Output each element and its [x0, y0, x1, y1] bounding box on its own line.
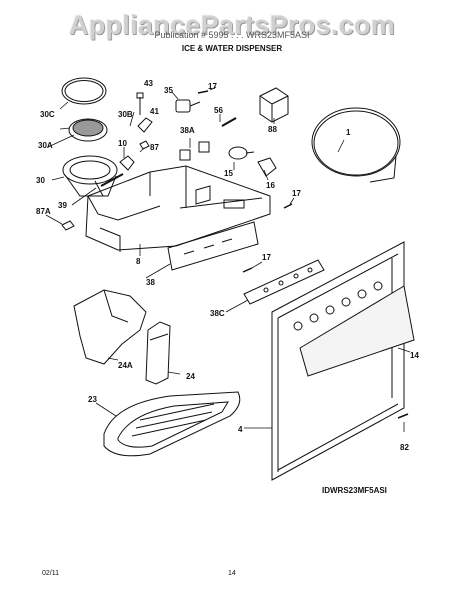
- leader-lines: [45, 86, 411, 432]
- watermark: AppliancePartsPros.com: [68, 10, 396, 40]
- part-87a-clip: [61, 220, 75, 231]
- callout-10: 10: [118, 139, 127, 148]
- part-30c-ring: [61, 77, 107, 105]
- part-38-control-board: [167, 221, 259, 271]
- part-30b-filter: [68, 118, 108, 142]
- callout-41: 41: [150, 107, 159, 116]
- callout-17-b: 17: [292, 189, 301, 198]
- callout-1: 1: [346, 128, 351, 137]
- callout-17-a: 17: [208, 82, 217, 91]
- footer-date: 02/11: [42, 570, 59, 577]
- part-88-solenoid: [259, 87, 289, 123]
- section-title: ICE & WATER DISPENSER: [181, 44, 283, 53]
- callout-15: 15: [224, 169, 233, 178]
- callout-56: 56: [214, 106, 223, 115]
- callout-14: 14: [410, 351, 419, 360]
- panel-buttons: [293, 281, 383, 331]
- part-10-flap: [119, 155, 135, 171]
- part-87-clip: [139, 140, 150, 150]
- callout-35: 35: [164, 86, 173, 95]
- header-model-line: Publication # 5995 . . . WRS23MF5ASI: [154, 30, 310, 40]
- part-82-screw: [397, 413, 409, 419]
- callout-38a: 38A: [180, 126, 195, 135]
- callout-4: 4: [238, 425, 243, 434]
- part-30-funnel: [62, 155, 118, 197]
- part-17-screw-c: [242, 267, 253, 273]
- part-14-overlay: [299, 285, 415, 377]
- callout-23: 23: [88, 395, 97, 404]
- part-17-screw-b: [283, 203, 293, 209]
- part-41-lever: [137, 117, 153, 133]
- callout-24: 24: [186, 372, 195, 381]
- part-43-screw: [136, 92, 144, 115]
- callout-30b: 30B: [118, 110, 133, 119]
- part-4-front-panel: [271, 241, 405, 481]
- callout-30a: 30A: [38, 141, 53, 150]
- part-23-drip-tray: [103, 391, 241, 457]
- callout-24a: 24A: [118, 361, 133, 370]
- footer-page-number: 14: [228, 570, 236, 577]
- callout-labels: 43 17 35 56 30C 30B 41 88 38A 1 30A 10 8…: [36, 79, 419, 452]
- callout-43: 43: [144, 79, 153, 88]
- part-24a-ice-chute: [73, 289, 147, 365]
- part-8-housing: [85, 165, 271, 252]
- part-24-paddle: [145, 321, 171, 385]
- callout-38c: 38C: [210, 309, 225, 318]
- diagram-id: IDWRS23MF5ASI: [322, 486, 387, 495]
- part-39-spring: [100, 173, 124, 187]
- callout-87a: 87A: [36, 207, 51, 216]
- part-16-socket: [257, 157, 277, 177]
- part-35-actuator: [175, 99, 201, 113]
- callout-8: 8: [136, 257, 141, 266]
- callout-16: 16: [266, 181, 275, 190]
- callout-82: 82: [400, 443, 409, 452]
- callout-30: 30: [36, 176, 45, 185]
- part-1-water-tube: [311, 107, 401, 183]
- part-15-lamp: [228, 146, 255, 160]
- part-38a-switches: [179, 141, 210, 161]
- callout-38: 38: [146, 278, 155, 287]
- callout-30c: 30C: [40, 110, 55, 119]
- callout-39: 39: [58, 201, 67, 210]
- callout-17-c: 17: [262, 253, 271, 262]
- callout-88: 88: [268, 125, 277, 134]
- part-38c-switch-board: [243, 259, 325, 305]
- part-56-rod: [221, 117, 237, 127]
- callout-87: 87: [150, 143, 159, 152]
- part-17-screw-a: [197, 90, 209, 94]
